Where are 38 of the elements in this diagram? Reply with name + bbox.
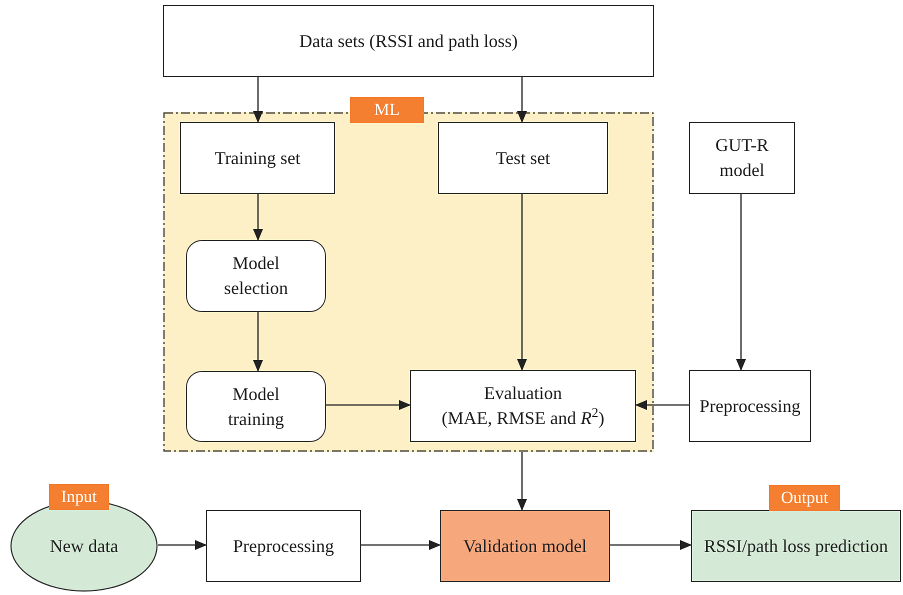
- arrow: [736, 194, 746, 371]
- process-box: [440, 510, 610, 582]
- node-label: RSSI/path loss prediction: [704, 534, 888, 558]
- arrow: [253, 194, 263, 241]
- rounded-box: [186, 371, 326, 442]
- process-box: [689, 122, 795, 194]
- arrow: [253, 312, 263, 372]
- node-label: Validation model: [463, 534, 587, 558]
- process-box: [180, 122, 335, 194]
- process-box: [206, 510, 361, 582]
- process-box: [438, 122, 608, 194]
- arrow: [517, 452, 527, 511]
- rounded-box: [186, 240, 326, 312]
- process-box: [410, 370, 636, 442]
- node-label: Preprocessing: [233, 534, 334, 558]
- arrow: [326, 400, 411, 410]
- process-box: [163, 5, 654, 77]
- node-label: Model selection: [223, 252, 289, 300]
- node-label: Evaluation: [484, 382, 562, 405]
- region-tag: ML: [350, 97, 424, 123]
- process-box: [689, 370, 811, 442]
- arrow: [517, 194, 527, 371]
- arrow: [253, 77, 263, 123]
- node-label: Training set: [214, 146, 300, 170]
- node-label: GUT-R model: [714, 134, 770, 182]
- node-label: Data sets (RSSI and path loss): [299, 30, 518, 53]
- arrow: [158, 540, 207, 550]
- arrow: [361, 540, 441, 550]
- arrow: [610, 540, 692, 550]
- arrow: [635, 400, 689, 410]
- tag-label: Output: [769, 485, 840, 511]
- node-label: Model training: [227, 382, 285, 431]
- node-label: Test set: [496, 146, 550, 170]
- node-label: New data: [50, 534, 118, 558]
- tag-label: Input: [49, 484, 109, 510]
- arrow: [517, 77, 527, 123]
- node-label: (MAE, RMSE and R$^{2}$): [442, 406, 604, 430]
- node-label: Preprocessing: [700, 394, 800, 418]
